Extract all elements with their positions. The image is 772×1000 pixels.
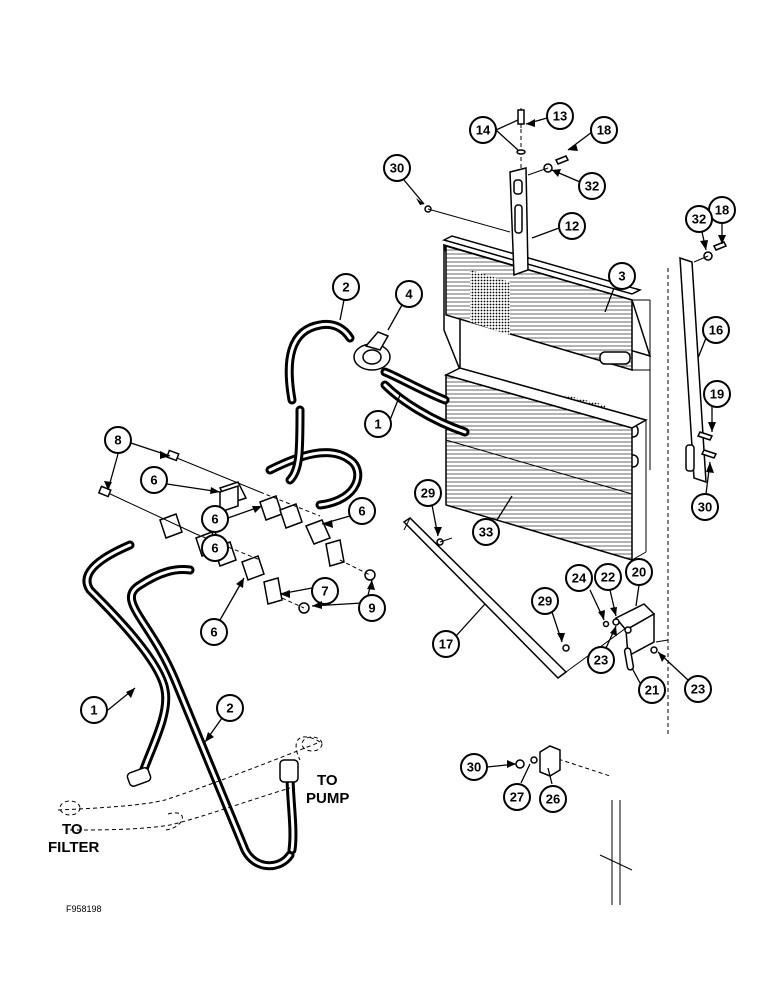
hose-2 [126, 319, 355, 871]
svg-text:6: 6 [211, 512, 218, 527]
callout-14: 14 [469, 116, 519, 151]
svg-text:32: 32 [585, 179, 599, 194]
callout-23-right: 23 [657, 651, 712, 703]
bracket-20 [614, 603, 656, 658]
callout-4: 4 [387, 280, 423, 331]
svg-text:2: 2 [342, 280, 349, 295]
svg-text:16: 16 [709, 323, 723, 338]
svg-text:12: 12 [565, 219, 579, 234]
svg-text:30: 30 [467, 760, 481, 775]
svg-text:6: 6 [150, 473, 157, 488]
callout-2-lower: 2 [204, 694, 244, 743]
callout-20: 20 [625, 558, 653, 607]
cooler-lower-33 [443, 367, 648, 562]
callout-30-bottom: 30 [460, 753, 517, 781]
pin-21 [623, 647, 635, 671]
callout-22: 22 [594, 563, 622, 617]
callout-16: 16 [697, 316, 730, 359]
oil-cooler-upper [441, 235, 652, 470]
phantom-lines [57, 736, 323, 831]
svg-text:24: 24 [572, 571, 587, 586]
hose-1 [82, 367, 470, 787]
callout-1-upper: 1 [364, 394, 401, 438]
svg-text:23: 23 [691, 682, 705, 697]
svg-text:26: 26 [546, 792, 560, 807]
svg-text:29: 29 [421, 486, 435, 501]
leader-arrowheads [104, 119, 726, 768]
svg-text:21: 21 [645, 683, 659, 698]
callout-17: 17 [432, 603, 486, 658]
frame-lines [515, 745, 633, 905]
callout-2-upper: 2 [332, 273, 360, 321]
svg-text:29: 29 [538, 594, 552, 609]
svg-text:8: 8 [114, 433, 121, 448]
svg-text:1: 1 [90, 703, 97, 718]
figure-number: F958198 [66, 904, 102, 914]
svg-text:32: 32 [692, 212, 706, 227]
svg-text:14: 14 [476, 123, 491, 138]
callout-30-top: 30 [383, 154, 425, 205]
to-filter-label-line1: TO [62, 821, 83, 838]
callout-27: 27 [503, 763, 531, 811]
svg-text:30: 30 [390, 161, 404, 176]
callout-26: 26 [539, 767, 567, 813]
svg-text:6: 6 [358, 504, 365, 519]
svg-text:23: 23 [594, 653, 608, 668]
to-filter-label-line2: FILTER [48, 839, 100, 856]
to-pump-label-line2: PUMP [306, 790, 349, 807]
callout-29-upper: 29 [414, 479, 442, 537]
svg-text:17: 17 [439, 637, 453, 652]
callout-6c: 6 [201, 532, 229, 562]
callout-1-lower: 1 [80, 687, 136, 724]
callout-6e: 6 [200, 577, 245, 646]
svg-text:3: 3 [618, 269, 625, 284]
callout-33: 33 [472, 495, 513, 546]
svg-text:30: 30 [698, 500, 712, 515]
bolt-13 [516, 108, 526, 155]
callout-12: 12 [531, 212, 586, 240]
svg-text:6: 6 [211, 541, 218, 556]
svg-text:27: 27 [510, 790, 524, 805]
svg-text:4: 4 [405, 287, 413, 302]
mount-bracket-12 [509, 108, 529, 277]
bolts-8 [97, 449, 321, 561]
svg-text:7: 7 [321, 584, 328, 599]
callout-18-right: 18 [708, 196, 736, 244]
svg-text:13: 13 [553, 109, 567, 124]
nuts-9 [281, 559, 376, 614]
callout-30-right: 30 [691, 461, 719, 521]
hose-clamp-4 [353, 331, 391, 371]
callout-21: 21 [631, 667, 666, 704]
svg-text:1: 1 [374, 417, 381, 432]
callout-19: 19 [703, 380, 731, 432]
to-pump-label-line1: TO [317, 772, 338, 789]
callout-29-lower: 29 [531, 587, 563, 643]
callout-7: 7 [279, 577, 339, 605]
callout-3: 3 [604, 262, 636, 313]
mount-bracket-16 [667, 256, 707, 735]
svg-text:18: 18 [715, 203, 729, 218]
svg-text:33: 33 [479, 525, 493, 540]
svg-text:9: 9 [368, 601, 375, 616]
svg-text:6: 6 [210, 625, 217, 640]
svg-text:2: 2 [226, 701, 233, 716]
clamp-plates-7 [263, 539, 345, 605]
callout-32-top: 32 [551, 169, 606, 200]
callout-24: 24 [565, 564, 605, 621]
svg-text:22: 22 [601, 570, 615, 585]
svg-text:20: 20 [632, 565, 646, 580]
svg-text:19: 19 [710, 387, 724, 402]
callout-6b: 6 [201, 505, 263, 533]
hardware-small [424, 155, 728, 654]
callout-32-right: 32 [685, 205, 713, 251]
svg-text:18: 18 [597, 123, 611, 138]
